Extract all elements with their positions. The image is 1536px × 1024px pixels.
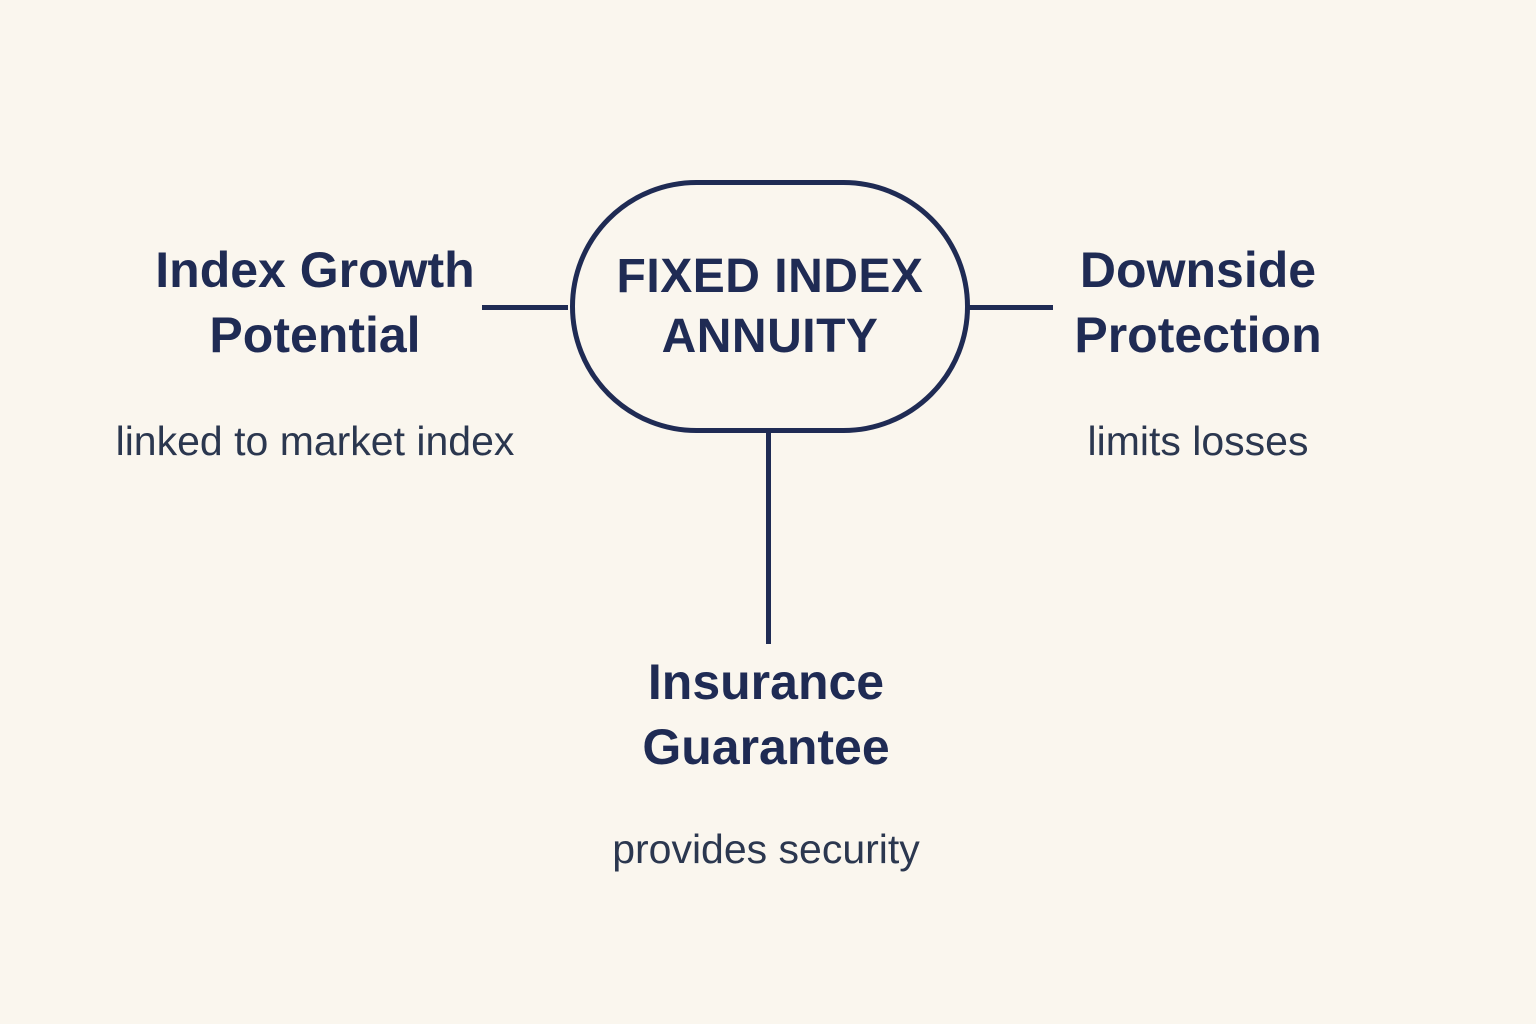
branch-bottom-title-line-1: Insurance: [647, 654, 885, 710]
connector-bottom-line: [766, 430, 771, 644]
branch-left-title-line-1: Index Growth: [155, 242, 475, 298]
branch-right: Downside Protection limits losses: [1028, 238, 1368, 467]
branch-bottom: Insurance Guarantee provides security: [546, 650, 986, 875]
connector-left-line: [482, 305, 568, 310]
branch-left: Index Growth Potential linked to market …: [90, 238, 540, 467]
branch-bottom-subtitle: provides security: [612, 826, 920, 872]
connector-right-line: [967, 305, 1053, 310]
center-node-label-line-2: ANNUITY: [661, 309, 879, 363]
center-node-label-line-1: FIXED INDEX: [616, 249, 924, 303]
branch-right-title-line-1: Downside: [1079, 242, 1317, 298]
branch-bottom-title-line-2: Guarantee: [642, 719, 890, 775]
branch-right-title-line-2: Protection: [1074, 307, 1322, 363]
branch-left-subtitle: linked to market index: [115, 418, 515, 464]
center-node-shape: FIXED INDEX ANNUITY: [570, 180, 970, 433]
branch-left-title-line-2: Potential: [209, 307, 421, 363]
branch-right-subtitle: limits losses: [1087, 418, 1309, 464]
